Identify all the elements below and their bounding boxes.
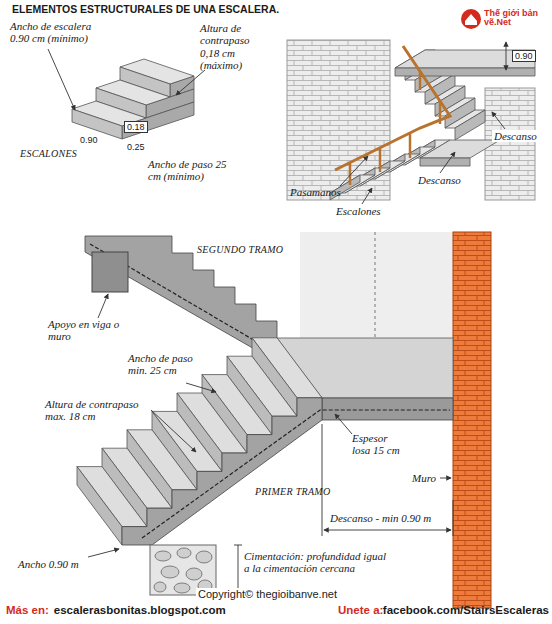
handrail-post <box>439 101 442 124</box>
note: Cimentación: profundidad igual a la cime… <box>244 550 394 575</box>
footer-link: facebook.com/StairsEscaleras <box>383 604 549 617</box>
stair-face <box>72 109 122 139</box>
support-beam <box>92 252 128 292</box>
part-name: Escalones <box>336 205 381 217</box>
stair-section <box>122 398 322 545</box>
stair-face <box>455 110 485 140</box>
part-name: PRIMER TRAMO <box>255 486 331 497</box>
stair-face <box>420 158 470 166</box>
dimension-note: Ancho 0.90 m <box>18 558 79 570</box>
dimension-note: Ancho de escalera 0.90 cm (mínimo) <box>10 20 110 45</box>
dimension-note: Espesor losa 15 cm <box>352 432 406 457</box>
handrail-post <box>409 133 412 158</box>
handrail-post <box>419 71 422 90</box>
watermark: Thế giới bản vẽ.Net <box>484 9 548 28</box>
stair-face <box>420 140 500 158</box>
title: ELEMENTOS ESTRUCTURALES DE UNA ESCALERA. <box>12 4 279 16</box>
brick-wall <box>287 40 390 200</box>
logo-icon <box>461 9 481 29</box>
footer-text: Más en: <box>6 604 49 617</box>
landing-slab <box>322 398 453 420</box>
part-name: Descanso <box>418 174 461 186</box>
back-wall <box>300 232 453 338</box>
part-name: Pasamanos <box>290 186 341 198</box>
dimension-note: Altura de contrapaso max. 18 cm <box>45 398 150 423</box>
part-name: ESCALONES <box>20 148 77 159</box>
footer-link: escalerasbonitas.blogspot.com <box>54 604 226 617</box>
handrail-post <box>349 162 352 185</box>
dimension-note: Ancho de paso min. 25 cm <box>128 352 200 377</box>
part-name: Apoyo en viga o muro <box>48 318 120 343</box>
dimension: 0.90 <box>80 135 98 145</box>
dimension: 0.90 <box>512 50 536 62</box>
dimension: 0.18 <box>124 121 148 133</box>
dimension-note: Descanso - min 0.90 m <box>330 512 431 524</box>
stair-face <box>395 68 535 76</box>
dimension-note: Altura de contrapaso 0,18 cm (máximo) <box>200 22 262 71</box>
part-name: Muro <box>412 472 436 484</box>
rebar <box>90 244 274 352</box>
stair-face <box>77 467 122 545</box>
brick-wall <box>453 232 491 608</box>
dimension: 0.25 <box>127 142 145 152</box>
stair-face <box>122 102 194 139</box>
handrail <box>335 46 450 170</box>
watermark: Copyright© thegioibanve.net <box>196 588 339 600</box>
part-name: SEGUNDO TRAMO <box>197 244 283 255</box>
footer-text: Unete a: <box>338 604 383 617</box>
handrail-post <box>379 148 382 172</box>
part-name: Descanso <box>492 130 539 142</box>
rebar <box>142 410 450 538</box>
dimension-note: Ancho de paso 25 cm (mínimo) <box>148 158 233 183</box>
